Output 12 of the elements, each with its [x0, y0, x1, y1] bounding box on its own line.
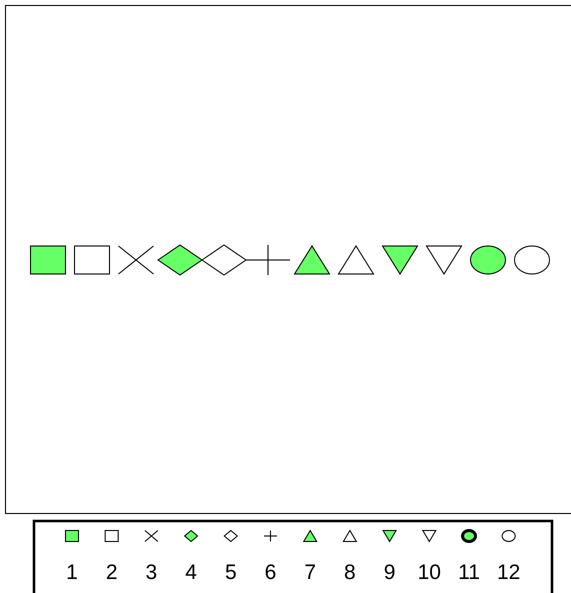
legend-label: 3 [144, 561, 158, 585]
legend-label: 4 [184, 561, 198, 585]
legend-label: 1 [65, 561, 79, 585]
legend-label: 6 [264, 561, 278, 585]
legend-label: 10 [416, 561, 442, 585]
legend-label: 2 [104, 561, 119, 585]
legend-label: 8 [343, 561, 357, 585]
legend-label: 5 [224, 561, 238, 585]
legend-label: 9 [382, 561, 396, 585]
legend-label: 7 [303, 561, 318, 585]
legend-label: 11 [457, 561, 481, 585]
legend-label: 12 [496, 561, 522, 585]
